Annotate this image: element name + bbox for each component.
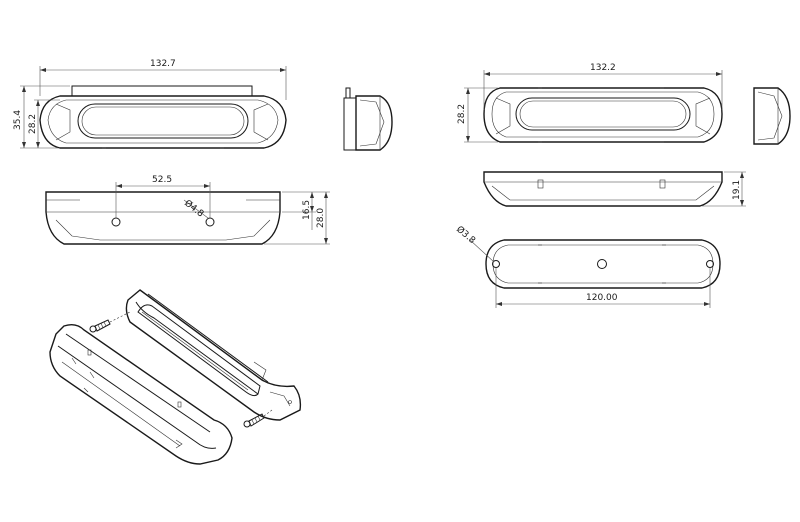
dim-side-height-inner: 16.5 xyxy=(302,200,312,220)
dim-side-hole-diameter: Ø4.8 xyxy=(182,198,206,220)
dim-side-hole-spacing: 52.5 xyxy=(152,175,172,185)
dim-bottom-hole-diameter: Ø3.8 xyxy=(454,224,478,246)
isometric-assembly-view xyxy=(49,289,302,465)
dim-top-left-height-inner: 28.2 xyxy=(28,114,38,134)
bottom-view: Ø3.8 120.00 xyxy=(454,224,721,308)
dim-right-top-height: 28.2 xyxy=(457,104,467,124)
dim-top-left-width: 132.7 xyxy=(150,59,176,69)
front-view-flush: 132.2 28.2 xyxy=(457,63,723,143)
end-view-flush xyxy=(753,87,791,145)
side-view-mounting: 52.5 Ø4.8 16.5 28.0 xyxy=(45,175,330,245)
front-view-with-bracket: 132.7 35.4 28.2 xyxy=(13,59,287,149)
dim-top-left-height-outer: 35.4 xyxy=(13,110,23,130)
side-view-flush: 19.1 xyxy=(483,171,746,207)
end-view-with-bracket xyxy=(343,87,393,151)
screw-right xyxy=(243,409,273,428)
dim-bottom-hole-spacing: 120.00 xyxy=(586,293,618,303)
dim-side-height-outer: 28.0 xyxy=(316,208,326,228)
dim-right-top-width: 132.2 xyxy=(590,63,616,73)
screw-left xyxy=(89,311,131,333)
dim-right-side-height: 19.1 xyxy=(732,180,742,200)
